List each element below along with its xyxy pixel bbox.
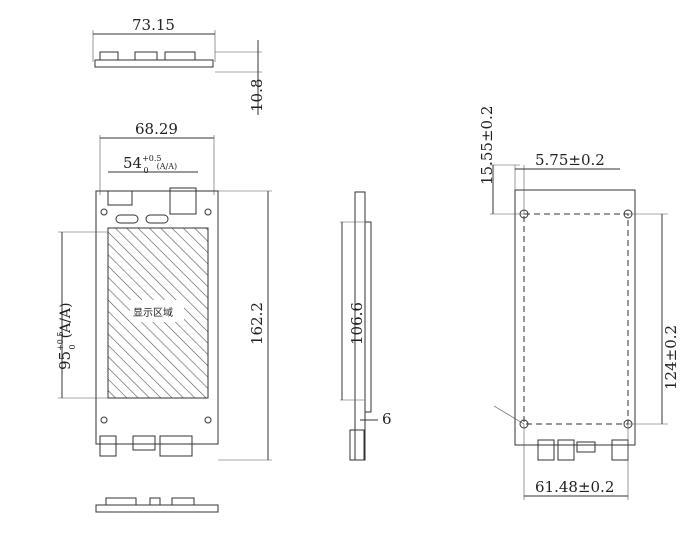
dim-hole-offset-v: 15.55±0.2 bbox=[478, 106, 496, 185]
dim-hole-pitch-h: 61.48±0.2 bbox=[535, 478, 614, 496]
dim-hole-offset-h: 5.75±0.2 bbox=[535, 151, 605, 169]
dim-side-height: 106.6 bbox=[348, 302, 366, 345]
back-view: 15.55±0.2 5.75±0.2 124±0.2 61.48±0.2 bbox=[478, 106, 680, 500]
dim-hole-pitch-v: 124±0.2 bbox=[662, 325, 680, 390]
dim-front-width: 68.29 bbox=[135, 120, 178, 138]
display-area-label: 显示区域 bbox=[133, 306, 173, 319]
dim-total-height: 162.2 bbox=[248, 302, 266, 345]
side-view: 106.6 6 bbox=[340, 191, 392, 461]
bottom-view bbox=[95, 497, 219, 513]
dim-top-width: 73.15 bbox=[132, 16, 175, 34]
dim-top-height: 10.8 bbox=[248, 79, 266, 112]
dim-side-thickness: 6 bbox=[382, 410, 392, 428]
top-view: 73.15 10.8 bbox=[92, 16, 266, 115]
